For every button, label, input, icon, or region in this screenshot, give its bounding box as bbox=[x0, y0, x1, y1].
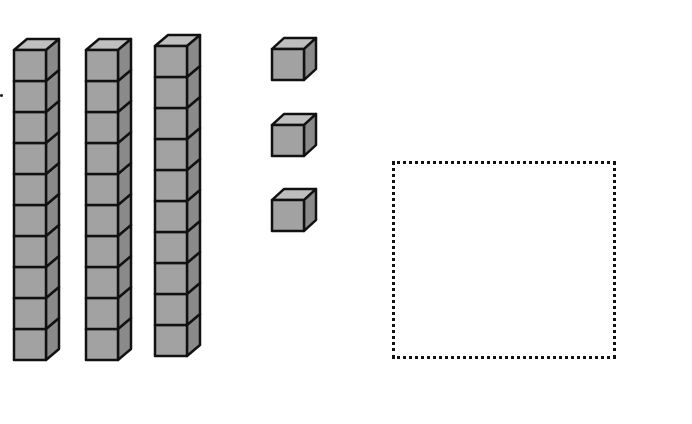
cube-front-face bbox=[12, 327, 48, 362]
cube-front-face bbox=[153, 230, 189, 265]
cube-front-face bbox=[12, 296, 48, 331]
cube-front-face bbox=[153, 168, 189, 203]
cube-front-face bbox=[153, 44, 189, 79]
cube-front-face bbox=[84, 296, 120, 331]
cube-front-face bbox=[270, 198, 306, 233]
ten-rod-2 bbox=[84, 37, 133, 362]
answer-box[interactable] bbox=[392, 161, 616, 359]
cube-front-face bbox=[270, 47, 306, 82]
rod-unit-cube bbox=[84, 37, 133, 83]
one-cube-1 bbox=[270, 36, 318, 82]
cube-front-face bbox=[270, 123, 306, 158]
unit-cube bbox=[270, 187, 318, 233]
cube-front-face bbox=[84, 141, 120, 176]
one-cube-3 bbox=[270, 187, 318, 233]
cube-front-face bbox=[153, 292, 189, 327]
cube-front-face bbox=[153, 137, 189, 172]
cube-front-face bbox=[84, 79, 120, 114]
cube-front-face bbox=[12, 265, 48, 300]
cube-front-face bbox=[153, 261, 189, 296]
cube-front-face bbox=[84, 110, 120, 145]
unit-cube bbox=[270, 36, 318, 82]
cube-front-face bbox=[12, 48, 48, 83]
stray-mark bbox=[0, 94, 3, 97]
rod-unit-cube bbox=[12, 37, 61, 83]
cube-front-face bbox=[153, 323, 189, 358]
ten-rod-1 bbox=[12, 37, 61, 362]
rod-unit-cube bbox=[153, 33, 202, 79]
cube-front-face bbox=[153, 199, 189, 234]
cube-front-face bbox=[84, 327, 120, 362]
cube-front-face bbox=[12, 172, 48, 207]
cube-front-face bbox=[84, 234, 120, 269]
cube-front-face bbox=[153, 75, 189, 110]
cube-front-face bbox=[84, 203, 120, 238]
cube-front-face bbox=[12, 110, 48, 145]
unit-cube bbox=[270, 112, 318, 158]
one-cube-2 bbox=[270, 112, 318, 158]
cube-front-face bbox=[153, 106, 189, 141]
ten-rod-3 bbox=[153, 33, 202, 358]
cube-front-face bbox=[12, 234, 48, 269]
cube-front-face bbox=[84, 265, 120, 300]
cube-front-face bbox=[12, 79, 48, 114]
cube-front-face bbox=[84, 172, 120, 207]
cube-front-face bbox=[84, 48, 120, 83]
cube-front-face bbox=[12, 141, 48, 176]
cube-front-face bbox=[12, 203, 48, 238]
